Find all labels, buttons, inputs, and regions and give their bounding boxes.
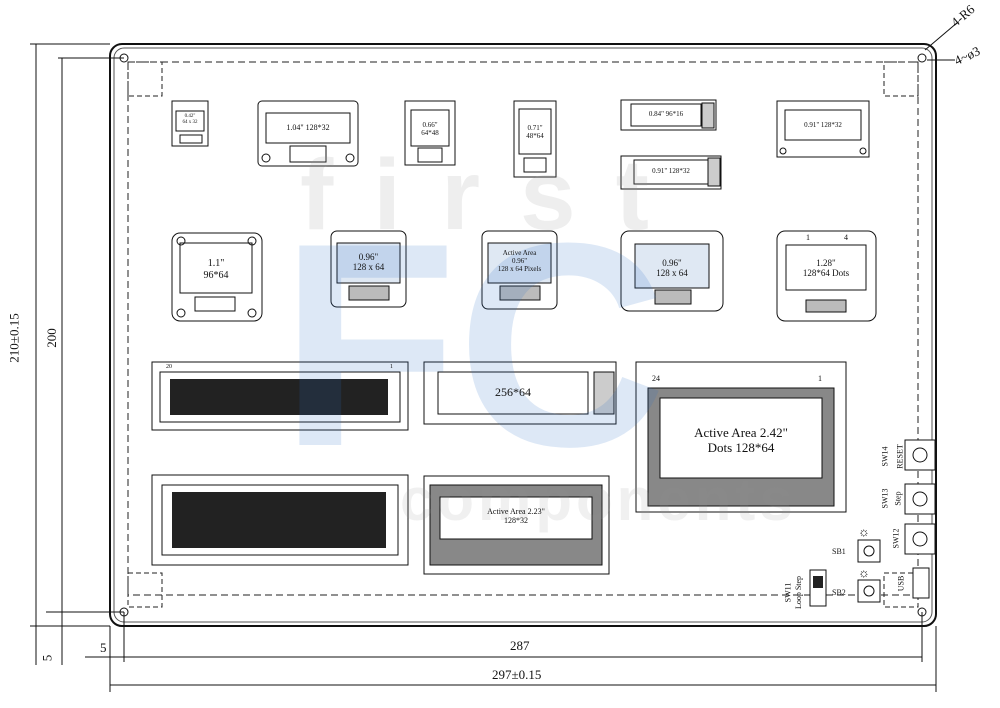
pin-label-1b: 1: [818, 374, 822, 383]
sw14-label: SW14: [880, 446, 890, 467]
module-label-11: 0.96" 128 x 64: [656, 258, 688, 279]
dim-height-inner: 200: [43, 328, 59, 348]
module-label-3: 0.66" 64*48: [421, 121, 439, 138]
module-label-9: 0.96" 128 x 64: [352, 252, 385, 273]
sb1-label: SB1: [832, 547, 846, 556]
pin-label-20: 20: [166, 364, 172, 370]
sw12-label: SW12: [891, 528, 901, 549]
pin-label-24: 24: [652, 374, 660, 383]
module-label-8: 1.1" 96*64: [203, 258, 229, 281]
dim-margin-left: 5: [39, 654, 55, 662]
module-label-6: 0.91" 128*32: [652, 167, 690, 175]
dim-margin-bottom: 5: [100, 640, 107, 655]
board-inner-outline: [113, 47, 933, 623]
module-label-5: 0.84" 96*16: [648, 110, 684, 118]
module-label-14: Active Area 2.42" Dots 128*64: [694, 425, 788, 455]
module-label-15: Active Area 2.23" 128*32: [487, 507, 545, 526]
dim-height-outer: 210±0.15: [6, 313, 22, 363]
sw13-label: SW13: [880, 488, 890, 509]
dashed-area: [127, 61, 919, 596]
board-outline: [109, 43, 937, 627]
module-label-12: 1.28" 128*64 Dots: [802, 258, 850, 279]
corner-square-bl: [127, 572, 163, 608]
module-label-2: 1.04" 128*32: [286, 123, 330, 132]
corner-square-tl: [127, 61, 163, 97]
sb2-label: SB2: [832, 588, 846, 597]
module-label-10: Active Area 0.96" 128 x 64 Pixels: [497, 249, 542, 274]
sw11-name: Loop Step: [794, 575, 804, 610]
led-icon-2: ☼: [858, 565, 870, 580]
corner-square-tr: [883, 61, 919, 97]
pin-label-4: 4: [844, 233, 848, 242]
hole-tr: [917, 53, 927, 63]
dim-width-outer: 297±0.15: [492, 667, 542, 682]
dim-width-inner: 287: [510, 638, 530, 653]
usb-label: USB: [896, 575, 906, 592]
sw11-label: SW11: [783, 582, 793, 603]
pin-label-1c: 1: [806, 233, 810, 242]
led-icon: ☼: [858, 524, 870, 539]
module-label-4: 0.71" 48*64: [526, 124, 544, 141]
module-label-13: 256*64: [495, 385, 531, 399]
module-label-1: 0.42" 64 x 32: [182, 114, 198, 125]
module-label-7: 0.91" 128*32: [804, 121, 842, 129]
sw14-name: RESET: [895, 444, 905, 469]
sw13-name: Step: [893, 491, 903, 506]
pin-label-1a: 1: [390, 364, 393, 370]
